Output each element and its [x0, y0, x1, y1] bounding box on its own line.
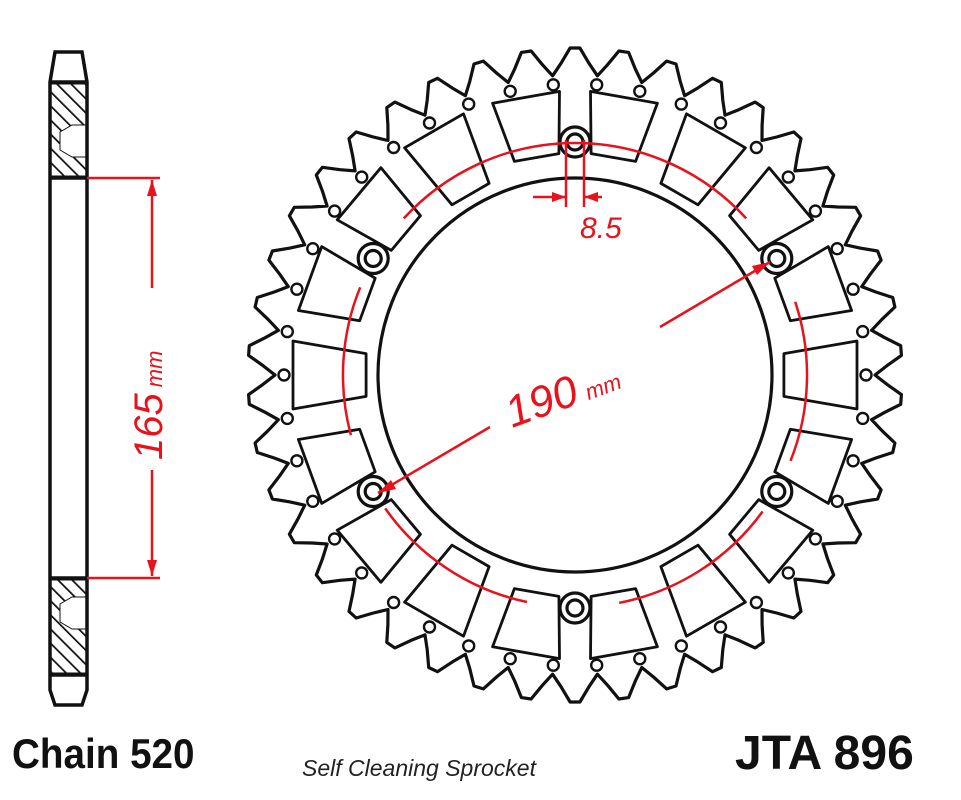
tooth-relief-hole [846, 454, 860, 468]
tooth-relief-hole [422, 620, 437, 634]
dimension-8-5: 8.5 [533, 140, 622, 245]
lightening-window [659, 543, 747, 638]
tooth-relief-hole [590, 78, 604, 92]
lightening-window [589, 90, 659, 163]
tooth-relief-hole [386, 595, 401, 610]
lightening-window [491, 90, 561, 163]
tooth-relief-hole [830, 494, 844, 508]
tooth-relief-hole [749, 140, 764, 155]
bolt-hole-boss [356, 241, 390, 276]
lightening-window [589, 587, 659, 660]
tooth-relief-hole [462, 639, 476, 653]
tooth-relief-hole [674, 639, 688, 653]
tooth-relief-hole [327, 204, 342, 218]
tooth-relief-hole [280, 324, 294, 339]
part-number-label: JTA 896 [735, 727, 914, 780]
pcd-circle-arc [341, 286, 362, 436]
tooth-relief-hole [290, 454, 304, 468]
lightening-window [297, 427, 377, 505]
dimension-190-label: 190mm [499, 351, 627, 437]
tooth-relief-hole [422, 116, 437, 130]
chain-size-label: Chain 520 [12, 730, 195, 777]
lightening-window [773, 245, 853, 323]
bolt-hole [363, 248, 383, 269]
tooth-relief-hole [808, 204, 823, 218]
lightening-window [403, 112, 491, 207]
tooth-relief-hole [808, 532, 823, 546]
bolt-hole-boss [356, 474, 390, 509]
tooth-relief-hole [306, 241, 320, 256]
center-bore [376, 176, 774, 574]
tooth-relief-hole [280, 411, 294, 426]
lightening-window [335, 498, 422, 584]
dimension-8-5-label: 8.5 [580, 212, 622, 245]
tooth-relief-hole [856, 411, 870, 426]
lightening-window [335, 166, 422, 252]
bolt-hole-boss [760, 474, 794, 509]
tooth-relief-hole [290, 282, 304, 296]
tooth-relief-hole [590, 658, 604, 672]
sprocket-teeth-outline [247, 46, 903, 704]
pcd-circle-arc [618, 510, 764, 605]
lightening-window [491, 587, 561, 660]
tooth-relief-hole [846, 282, 860, 296]
tooth-relief-hole [546, 658, 560, 672]
sprocket-face-view [247, 46, 903, 704]
tooth-relief-hole [781, 566, 795, 580]
tooth-relief-hole [306, 494, 320, 508]
dimension-165-label: 165mm [127, 351, 171, 460]
tooth-relief-hole [713, 620, 728, 634]
tooth-relief-hole [462, 97, 476, 111]
lightening-window [728, 498, 815, 584]
tooth-relief-hole [503, 652, 517, 666]
bolt-hole [767, 481, 787, 502]
tooth-relief-hole [674, 97, 688, 111]
tooth-relief-hole [830, 241, 844, 256]
tooth-relief-hole [633, 652, 647, 666]
lightening-window [782, 339, 859, 411]
tooth-relief-hole [856, 324, 870, 339]
lightening-window [773, 427, 853, 505]
pcd-circle-arc [384, 507, 528, 604]
tooth-relief-hole [713, 116, 728, 130]
sprocket-side-profile [48, 50, 89, 707]
tooth-relief-hole [355, 566, 369, 580]
bolt-hole-boss [558, 591, 592, 625]
lightening-window [403, 543, 491, 638]
sprocket-type-label: Self Cleaning Sprocket [302, 755, 536, 781]
tooth-relief-hole [327, 532, 342, 546]
dimension-165: 165mm [87, 176, 171, 580]
lightening-window [659, 112, 747, 207]
bolt-hole [767, 248, 787, 269]
tooth-relief-hole [277, 368, 291, 382]
tooth-relief-hole [781, 170, 795, 184]
bolt-hole-boss [760, 241, 794, 276]
pcd-circle-arc [789, 301, 809, 462]
tooth-relief-hole [749, 595, 764, 610]
lightening-window [297, 245, 377, 323]
bolt-hole [565, 598, 585, 618]
tooth-relief-hole [503, 84, 517, 99]
tooth-relief-hole [546, 78, 560, 92]
tooth-relief-hole [633, 84, 647, 99]
tooth-relief-hole [355, 170, 369, 184]
lightening-window [728, 166, 815, 252]
tooth-relief-hole [859, 368, 873, 382]
dimension-190: 190mm [377, 260, 771, 495]
pcd-circle-arc [402, 141, 748, 220]
lightening-window [291, 339, 368, 411]
tooth-relief-hole [386, 140, 401, 155]
